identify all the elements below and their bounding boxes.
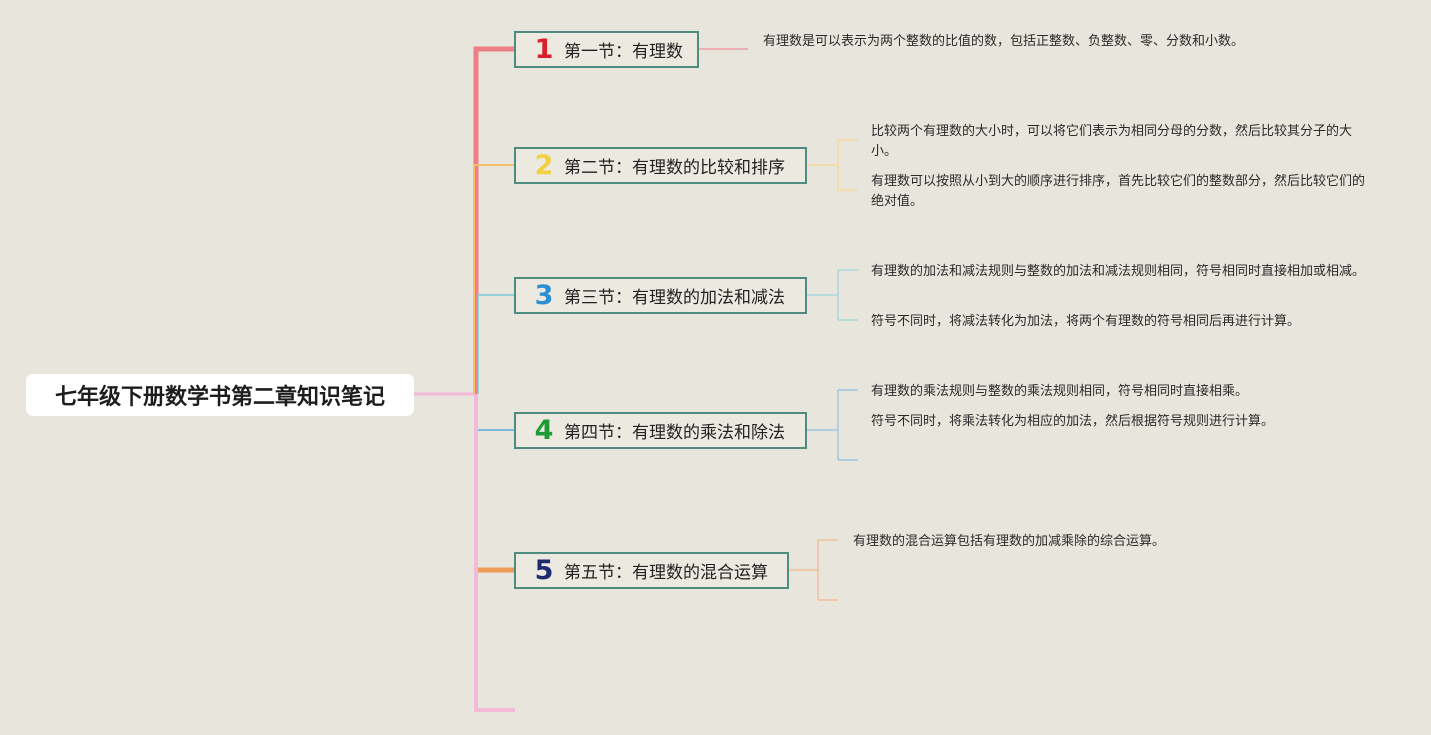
branch-1-line — [473, 46, 515, 394]
section-4-number: 4 — [534, 415, 554, 446]
notes-2-connector — [806, 139, 858, 191]
notes-4-connector — [806, 389, 858, 461]
section-5-note-1: 有理数的混合运算包括有理数的加减乘除的综合运算。 — [853, 534, 1166, 549]
section-3-node[interactable]: 3 第三节：有理数的加法和减法 — [514, 277, 807, 314]
section-2-title: 第二节：有理数的比较和排序 — [564, 158, 785, 178]
section-4-title: 第四节：有理数的乘法和除法 — [564, 423, 785, 443]
notes-5-connector — [788, 539, 838, 601]
branch-2-line — [473, 164, 515, 394]
section-2-note-1: 比较两个有理数的大小时，可以将它们表示为相同分母的分数，然后比较其分子的大小。 — [871, 124, 1353, 159]
section-3-number: 3 — [534, 280, 554, 311]
section-4-note-2: 符号不同时，将乘法转化为相应的加法，然后根据符号规则进行计算。 — [871, 414, 1275, 429]
section-4-node[interactable]: 4 第四节：有理数的乘法和除法 — [514, 412, 807, 449]
section-1-title: 第一节：有理数 — [564, 42, 683, 62]
notes-3-connector — [806, 269, 858, 321]
section-5-number: 5 — [534, 555, 554, 586]
section-5-node[interactable]: 5 第五节：有理数的混合运算 — [514, 552, 789, 589]
section-2-number: 2 — [534, 150, 554, 181]
section-1-note-1: 有理数是可以表示为两个整数的比值的数，包括正整数、负整数、零、分数和小数。 — [763, 34, 1245, 49]
root-topic[interactable]: 七年级下册数学书第二章知识笔记 — [26, 374, 414, 416]
section-1-number: 1 — [534, 34, 554, 65]
branch-3-line — [477, 294, 515, 394]
root-title: 七年级下册数学书第二章知识笔记 — [54, 385, 385, 410]
section-5-title: 第五节：有理数的混合运算 — [564, 563, 768, 583]
section-2-note-2: 有理数可以按照从小到大的顺序进行排序，首先比较它们的整数部分，然后比较它们的绝对… — [871, 174, 1366, 209]
section-3-title: 第三节：有理数的加法和减法 — [564, 288, 785, 308]
section-3-note-1: 有理数的加法和减法规则与整数的加法和减法规则相同，符号相同时直接相加或相减。 — [871, 264, 1366, 279]
section-3-note-2: 符号不同时，将减法转化为加法，将两个有理数的符号相同后再进行计算。 — [871, 314, 1301, 329]
section-4-note-1: 有理数的乘法规则与整数的乘法规则相同，符号相同时直接相乘。 — [871, 384, 1249, 399]
trunk-line — [474, 394, 515, 712]
section-1-node[interactable]: 1 第一节：有理数 — [514, 31, 699, 68]
section-2-node[interactable]: 2 第二节：有理数的比较和排序 — [514, 147, 807, 184]
